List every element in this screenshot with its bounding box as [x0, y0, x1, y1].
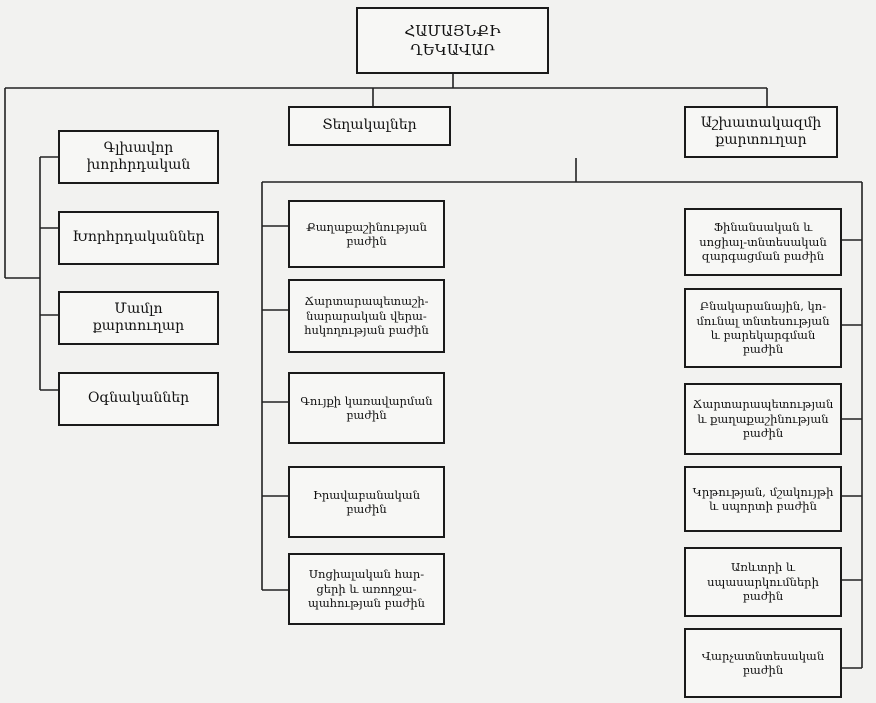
- middle-box-2-line2: նարարական վերա-: [306, 308, 427, 323]
- middle-box-5-line3: պահության բաժին: [308, 596, 425, 611]
- community-head-box: ՀԱՄԱՅՆՔԻ ՂԵԿԱՎԱՐ: [356, 7, 549, 74]
- middle-box-2: Ճարտարապետաշի-նարարական վերա-հսկողության…: [288, 279, 445, 353]
- right-box-6-line1: Վարչատնտեսական: [701, 648, 825, 663]
- right-box-1-line1: Ֆինանսական և: [713, 220, 813, 235]
- secretary-line2: քարտուղար: [715, 132, 807, 148]
- right-box-5-line3: բաժին: [742, 589, 784, 604]
- left-box-4: Օգնականներ: [58, 372, 219, 426]
- left-box-1-line2: խորհրդական: [86, 157, 191, 173]
- community-head-line1: ՀԱՄԱՅՆՔԻ: [404, 21, 501, 40]
- middle-box-1-line2: բաժին: [346, 234, 387, 248]
- deputies-label: Տեղակալներ: [322, 117, 417, 134]
- right-box-4-line1: Կրթության, մշակույթի: [692, 484, 834, 499]
- right-box-2-line4: բաժին: [742, 342, 784, 357]
- right-box-3-line2: և քաղաքաշինության: [697, 411, 829, 426]
- right-box-5-line1: Առևտրի և: [730, 560, 796, 575]
- left-box-2-line1: Խորհրդականներ: [72, 229, 205, 246]
- middle-box-5-line1: Սոցիալական հար-: [308, 567, 425, 582]
- secretary-line1: Աշխատակազմի: [700, 114, 822, 131]
- middle-box-2-line1: Ճարտարապետաշի-: [304, 294, 429, 309]
- right-box-5-line2: սպասարկումների: [707, 574, 819, 589]
- right-box-3-line1: Ճարտարապետության: [692, 397, 834, 412]
- left-box-2: Խորհրդականներ: [58, 211, 219, 265]
- right-box-3-line3: բաժին: [742, 426, 784, 441]
- middle-box-2-line3: հսկողության բաժին: [304, 323, 429, 338]
- deputies-box: Տեղակալներ: [288, 106, 451, 146]
- middle-box-5: Սոցիալական հար-ցերի և առողջա-պահության բ…: [288, 553, 445, 625]
- right-box-1-line3: զարգացման բաժին: [701, 249, 825, 264]
- left-box-3-line2: քարտուղար: [92, 318, 185, 334]
- middle-box-3-line2: բաժին: [346, 408, 387, 422]
- left-box-4-line1: Օգնականներ: [87, 390, 190, 407]
- right-box-1-line2: սոցիալ-տնտեսական: [699, 234, 827, 249]
- right-box-6-line2: բաժին: [742, 663, 784, 677]
- middle-box-1-line1: Քաղաքաշինության: [306, 219, 427, 234]
- secretary-box: Աշխատակազմի քարտուղար: [684, 106, 838, 158]
- middle-box-3-line1: Գույքի կառավարման: [300, 393, 433, 408]
- right-box-4-line2: և սպորտի բաժին: [709, 499, 817, 513]
- middle-box-4-line2: բաժին: [346, 502, 387, 516]
- right-box-2-line1: Բնակարանային, կո-: [699, 299, 827, 314]
- middle-box-5-line2: ցերի և առողջա-: [316, 581, 417, 596]
- right-box-2-line2: մունալ տնտեսության: [696, 313, 830, 328]
- left-box-1-line1: Գլխավոր: [103, 139, 174, 156]
- right-box-2-line3: և բարեկարգման: [710, 328, 816, 342]
- middle-box-4-line1: Իրավաբանական: [312, 487, 421, 502]
- left-box-3-line1: Մամլո: [114, 300, 163, 317]
- community-head-line2: ՂԵԿԱՎԱՐ: [410, 40, 495, 59]
